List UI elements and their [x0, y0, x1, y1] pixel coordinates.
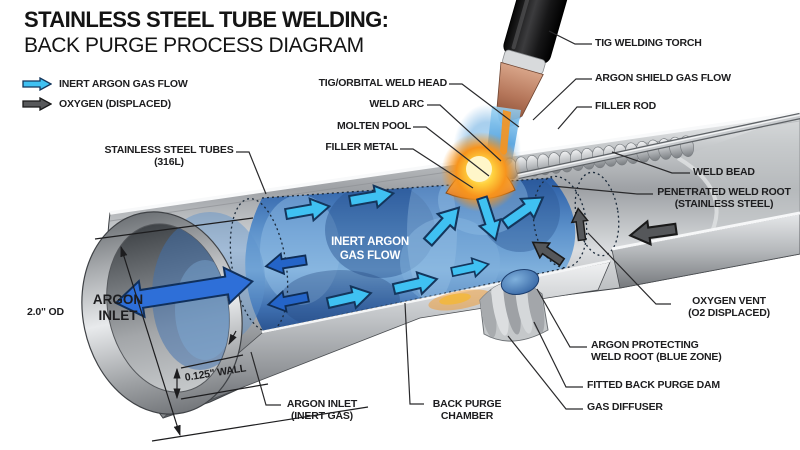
fitted-back-purge-dam [479, 268, 549, 342]
label-oxygen-vent: OXYGEN VENT (O2 DISPLACED) [688, 295, 770, 320]
label-filler-metal: FILLER METAL [325, 141, 398, 153]
label-outer-diameter: 2.0" OD [27, 306, 64, 318]
label-filler-rod: FILLER ROD [595, 100, 656, 112]
label-weld-arc: WELD ARC [369, 98, 424, 110]
label-penetrated-weld-root: PENETRATED WELD ROOT (STAINLESS STEEL) [657, 186, 791, 211]
argon-blue-zone-dome [500, 268, 540, 296]
legend-argon-label: INERT ARGON GAS FLOW [59, 78, 188, 90]
label-argon-shield-gas-flow: ARGON SHIELD GAS FLOW [595, 72, 731, 84]
label-stainless-steel-tubes: STAINLESS STEEL TUBES (316L) [104, 144, 234, 169]
label-gas-diffuser: GAS DIFFUSER [587, 401, 663, 413]
label-molten-pool: MOLTEN POOL [336, 120, 411, 132]
legend: INERT ARGON GAS FLOW OXYGEN (DISPLACED) [22, 74, 188, 114]
label-tig-orbital-weld-head: TIG/ORBITAL WELD HEAD [318, 77, 448, 89]
legend-oxygen-label: OXYGEN (DISPLACED) [59, 98, 171, 110]
label-argon-inlet: ARGON INLET [92, 292, 144, 323]
leader-lines [236, 30, 690, 410]
right-trough [611, 211, 800, 289]
label-fitted-back-purge-dam: FITTED BACK PURGE DAM [587, 379, 720, 391]
legend-row-oxygen: OXYGEN (DISPLACED) [22, 94, 188, 114]
title-line-1: STAINLESS STEEL TUBE WELDING: [24, 7, 389, 32]
label-back-purge-chamber: BACK PURGE CHAMBER [432, 398, 502, 423]
diagram-title: STAINLESS STEEL TUBE WELDING: BACK PURGE… [24, 7, 389, 58]
legend-row-argon: INERT ARGON GAS FLOW [22, 74, 188, 94]
dimension-lines [94, 217, 369, 442]
oxygen-flow-arrow-icon [22, 97, 52, 111]
title-line-2: BACK PURGE PROCESS DIAGRAM [24, 34, 364, 57]
argon-flow-arrow-icon [22, 77, 52, 91]
label-weld-bead: WELD BEAD [693, 166, 755, 178]
label-inert-argon-gas-flow: INERT ARGON GAS FLOW [331, 236, 409, 262]
label-tig-welding-torch: TIG WELDING TORCH [595, 37, 702, 49]
weld-arc-glow [441, 104, 521, 212]
label-argon-inlet-inert-gas: ARGON INLET (INERT GAS) [286, 398, 358, 423]
filler-rod-graphic [517, 112, 800, 180]
label-argon-protecting-weld-root: ARGON PROTECTING WELD ROOT (BLUE ZONE) [591, 339, 722, 364]
